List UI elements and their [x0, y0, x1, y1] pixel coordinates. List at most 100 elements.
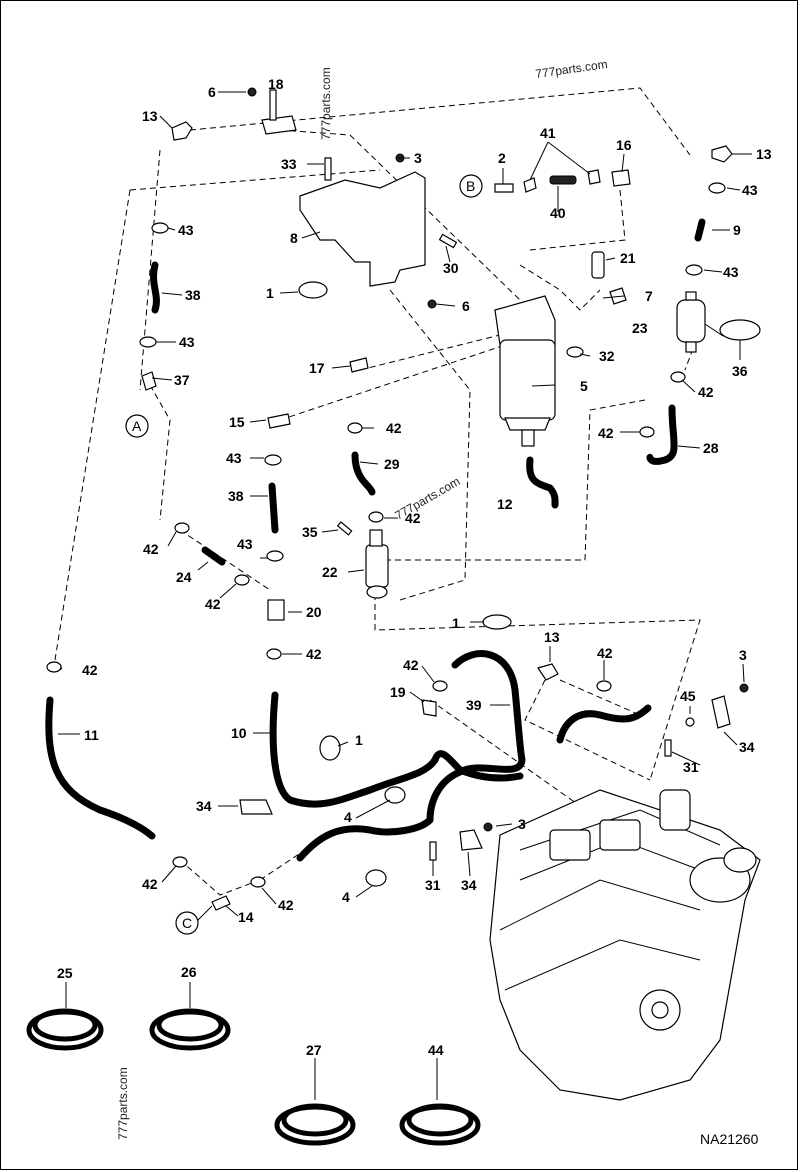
callout-13-left: 13	[142, 108, 158, 124]
callout-18: 18	[268, 76, 284, 92]
callout-43-d: 43	[179, 334, 195, 350]
callout-45: 45	[680, 688, 696, 704]
callout-24: 24	[176, 569, 192, 585]
fittings	[141, 89, 733, 911]
callout-42-k: 42	[142, 876, 158, 892]
callout-40: 40	[550, 205, 566, 221]
callout-42-b: 42	[386, 420, 402, 436]
hose-39-right	[556, 704, 652, 744]
callout-1-top: 1	[266, 285, 274, 301]
callout-13-mid: 13	[544, 629, 560, 645]
callout-43-e: 43	[226, 450, 242, 466]
coil-27	[274, 1103, 356, 1146]
callout-31-lower: 31	[425, 877, 441, 893]
callout-1-mid: 1	[452, 615, 460, 631]
hose-28	[646, 404, 678, 465]
callout-6-mid: 6	[462, 298, 470, 314]
callout-16: 16	[616, 137, 632, 153]
fuel-hoses	[45, 218, 706, 862]
callout-34-left: 34	[196, 798, 212, 814]
callout-42-g: 42	[306, 646, 322, 662]
callout-42-f: 42	[205, 596, 221, 612]
callout-25: 25	[57, 965, 73, 981]
callout-42-h: 42	[597, 645, 613, 661]
ref-marker-a-text: A	[132, 418, 142, 434]
coil-44	[399, 1103, 481, 1146]
callout-43-c: 43	[723, 264, 739, 280]
grommet-4b	[365, 869, 387, 887]
callout-7: 7	[645, 288, 653, 304]
callout-34-lower: 34	[461, 877, 477, 893]
callout-17: 17	[309, 360, 325, 376]
callout-33: 33	[281, 156, 297, 172]
callout-11: 11	[84, 727, 99, 743]
callout-22: 22	[322, 564, 338, 580]
callout-35: 35	[302, 524, 318, 540]
callout-43-a: 43	[742, 182, 758, 198]
ref-marker-c-text: C	[182, 915, 192, 931]
band-clamp-1c	[319, 735, 341, 761]
callout-29: 29	[384, 456, 400, 472]
callout-9: 9	[733, 222, 741, 238]
ref-marker-a	[125, 414, 149, 438]
callout-15: 15	[229, 414, 245, 430]
callout-42-l: 42	[278, 897, 294, 913]
ref-marker-c	[175, 911, 199, 935]
callout-38-mid: 38	[228, 488, 244, 504]
callout-20: 20	[306, 604, 322, 620]
reference-markers	[125, 174, 483, 935]
callout-3-lower: 3	[518, 816, 526, 832]
callout-36: 36	[732, 363, 748, 379]
callout-42-a: 42	[698, 384, 714, 400]
callout-28: 28	[703, 440, 719, 456]
hose-clamps	[46, 182, 726, 888]
hose-39	[296, 650, 526, 862]
callout-27: 27	[306, 1042, 322, 1058]
hose-38-lower	[268, 482, 279, 534]
inline-filter	[676, 291, 706, 353]
callout-31-right: 31	[683, 759, 699, 775]
callout-38-top: 38	[185, 287, 201, 303]
callout-42-d: 42	[405, 510, 421, 526]
callout-3-right: 3	[739, 647, 747, 663]
callout-3-top: 3	[414, 150, 422, 166]
callout-6-top: 6	[208, 84, 216, 100]
callout-23: 23	[632, 320, 648, 336]
callout-8: 8	[290, 230, 298, 246]
hose-9	[694, 218, 706, 242]
callout-39: 39	[466, 697, 482, 713]
fuel-pump	[365, 529, 389, 599]
fuel-filter-assembly	[494, 295, 556, 447]
cushion-clamp-c	[711, 695, 731, 729]
callout-37: 37	[174, 372, 190, 388]
mounting-bracket	[299, 171, 426, 287]
callout-43-f: 43	[237, 536, 253, 552]
diagram-code: NA21260	[700, 1131, 759, 1147]
callout-21: 21	[620, 250, 636, 266]
hose-29	[351, 451, 376, 496]
grommet-4a	[384, 786, 406, 804]
callout-26: 26	[181, 964, 197, 980]
callout-4-upper: 4	[344, 809, 352, 825]
hose-24	[201, 546, 226, 566]
callout-2: 2	[498, 150, 506, 166]
callout-1-lower: 1	[355, 732, 363, 748]
hose-coils	[26, 1008, 481, 1146]
filter-strap	[719, 319, 761, 341]
callout-43-b: 43	[178, 222, 194, 238]
engine-block	[489, 789, 761, 1101]
callout-42-j: 42	[82, 662, 98, 678]
hose-38-upper	[150, 261, 160, 314]
callout-42-e: 42	[143, 541, 159, 557]
callout-10: 10	[231, 725, 247, 741]
callout-5: 5	[580, 378, 588, 394]
leader-lines	[58, 90, 752, 1100]
callout-4-lower: 4	[342, 889, 350, 905]
coil-25	[26, 1008, 104, 1051]
callout-19: 19	[390, 684, 406, 700]
callout-32: 32	[599, 348, 615, 364]
ref-marker-b-text: B	[466, 178, 475, 194]
callout-42-i: 42	[403, 657, 419, 673]
